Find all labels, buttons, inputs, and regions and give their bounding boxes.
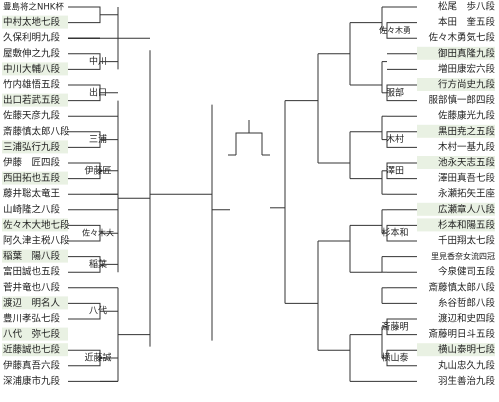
winner-highlight bbox=[417, 202, 495, 216]
player-name: 杉本和陽五段 bbox=[438, 219, 496, 231]
player-name: 行方尚史九段 bbox=[438, 79, 496, 91]
player-name: 池永天志五段 bbox=[438, 157, 496, 169]
round-label: 近藤誠 bbox=[84, 352, 111, 364]
player-name: 服部慎一郎四段 bbox=[428, 94, 495, 106]
player-name: 富田誠也五段 bbox=[3, 266, 61, 278]
bracket-line bbox=[68, 6, 101, 24]
winner-highlight bbox=[2, 249, 68, 263]
winner-highlight bbox=[2, 15, 68, 29]
player-name: 屋敷伸之九段 bbox=[3, 47, 61, 59]
player-name: 木村一基九段 bbox=[438, 141, 496, 153]
final-bracket bbox=[235, 132, 263, 155]
round-label: 八代 bbox=[89, 306, 107, 317]
player-name: 佐藤天彦九段 bbox=[3, 110, 61, 122]
player-name: 千田翔太七段 bbox=[438, 235, 496, 247]
round-label: 出口 bbox=[89, 86, 107, 98]
winner-highlight bbox=[2, 171, 68, 185]
winner-highlight bbox=[2, 343, 68, 357]
player-name: 阿久津主税八段 bbox=[3, 235, 70, 247]
player-name: 西田拓也五段 bbox=[3, 172, 61, 184]
round-label: 中川 bbox=[89, 55, 107, 67]
player-name: 三浦弘行九段 bbox=[3, 141, 61, 153]
winner-highlight bbox=[2, 140, 68, 154]
player-name: 佐藤康光九段 bbox=[438, 110, 496, 122]
player-name: 菅井竜也八段 bbox=[3, 281, 61, 293]
player-name: 山崎隆之八段 bbox=[3, 203, 61, 215]
player-name: 渡辺 明名人 bbox=[3, 297, 61, 309]
round-label: 木村 bbox=[386, 133, 404, 145]
winner-highlight bbox=[417, 78, 495, 91]
player-name: 本田 奎五段 bbox=[438, 16, 496, 28]
round-label: 横山泰 bbox=[381, 352, 408, 364]
player-name: 丸山忠久九段 bbox=[438, 359, 496, 371]
player-name: 渡辺和史四段 bbox=[438, 313, 496, 325]
winner-highlight bbox=[2, 62, 68, 76]
player-name: 糸谷哲郎八段 bbox=[438, 297, 496, 309]
round-label: 杉本和 bbox=[381, 227, 408, 239]
player-name: 深浦康市九段 bbox=[3, 375, 61, 387]
player-name: 稲葉 陽八段 bbox=[3, 250, 61, 262]
player-name: 里見香奈女流四冠 bbox=[431, 251, 495, 261]
player-name: 今泉健司五段 bbox=[438, 266, 496, 278]
player-name: 豊島将之NHK杯 bbox=[3, 2, 64, 13]
player-name: 佐々木勇気七段 bbox=[428, 32, 495, 44]
player-name: 斎藤慎太郎八段 bbox=[428, 281, 495, 293]
player-name: 竹内雄悟五段 bbox=[3, 79, 61, 91]
player-name: 広瀬章人八段 bbox=[438, 203, 496, 215]
player-name: 久保利明九段 bbox=[3, 32, 61, 44]
round-label: 佐々木大 bbox=[82, 228, 114, 238]
player-name: 中村太地七段 bbox=[3, 16, 61, 28]
player-name: 佐々木大地七段 bbox=[3, 219, 70, 231]
player-name: 松尾 歩八段 bbox=[438, 1, 496, 13]
player-name: 黒田尭之五段 bbox=[438, 125, 496, 137]
winner-highlight bbox=[417, 218, 495, 232]
round-label: 佐々木勇 bbox=[379, 25, 411, 35]
player-name: 豊川孝弘七段 bbox=[3, 313, 61, 325]
player-name: 藤井聡太竜王 bbox=[3, 188, 61, 200]
winner-highlight bbox=[417, 46, 495, 60]
player-name: 八代 弥七段 bbox=[3, 328, 61, 340]
player-name: 斎藤慎太郎八段 bbox=[3, 125, 70, 137]
round-label: 三浦 bbox=[89, 133, 107, 145]
round-label: 服部 bbox=[386, 86, 404, 98]
winner-highlight bbox=[2, 218, 68, 232]
player-name: 澤田真吾七段 bbox=[438, 172, 496, 184]
player-name: 伊藤 匠四段 bbox=[3, 157, 61, 169]
winner-highlight bbox=[2, 93, 68, 107]
round-label: 斎藤明 bbox=[381, 320, 408, 332]
player-name: 永瀬拓矢王座 bbox=[438, 188, 496, 200]
player-name: 横山泰明七段 bbox=[438, 344, 496, 356]
player-name: 中川大輔八段 bbox=[3, 63, 61, 75]
player-name: 近藤誠也七段 bbox=[3, 344, 61, 356]
player-name: 羽生善治九段 bbox=[438, 375, 496, 387]
player-name: 伊藤真吾六段 bbox=[3, 359, 61, 371]
player-name: 斎藤明日斗五段 bbox=[428, 328, 495, 340]
winner-highlight bbox=[2, 296, 68, 310]
winner-highlight bbox=[417, 124, 495, 138]
winner-highlight bbox=[417, 343, 495, 357]
round-label: 伊藤匠 bbox=[84, 164, 111, 176]
player-name: 増田康宏六段 bbox=[438, 63, 496, 75]
round-label: 稲葉 bbox=[89, 258, 107, 270]
winner-highlight bbox=[417, 156, 495, 169]
player-name: 御田真隆九段 bbox=[438, 47, 496, 59]
round-label: 澤田 bbox=[386, 165, 404, 176]
player-name: 出口若武五段 bbox=[3, 94, 61, 106]
winner-highlight bbox=[2, 327, 68, 341]
